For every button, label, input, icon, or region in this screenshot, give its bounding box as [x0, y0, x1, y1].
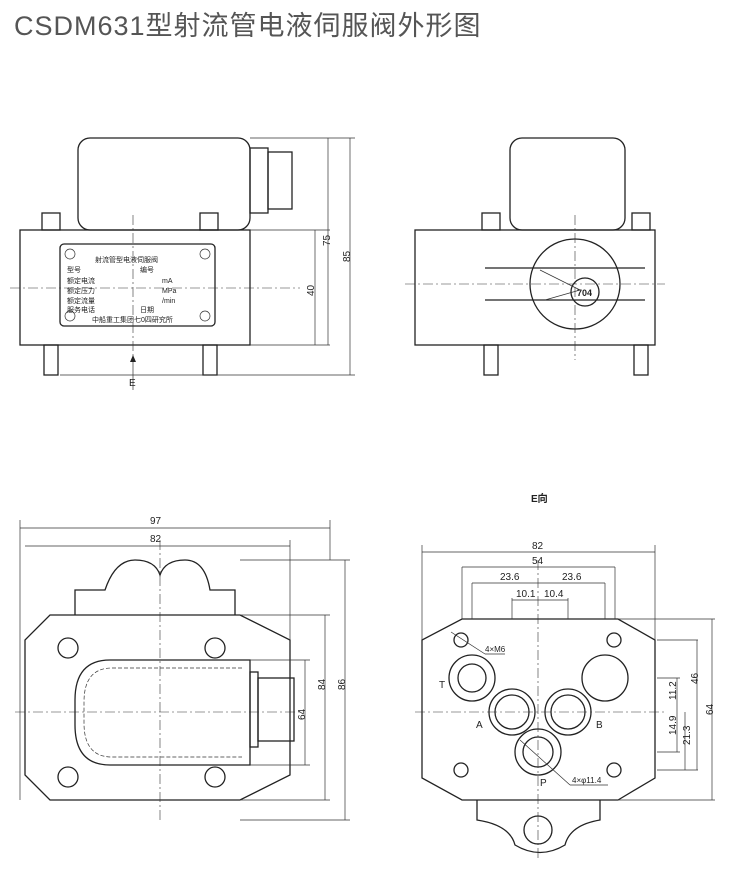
- nameplate-unit: mA: [162, 278, 173, 285]
- port-label-p: P: [540, 778, 547, 789]
- dim-label: 46: [690, 672, 701, 684]
- dim-label: 75: [322, 234, 333, 246]
- e-view-label: E向: [531, 492, 548, 505]
- dim-label: 64: [705, 703, 716, 715]
- port-label-a: A: [476, 720, 483, 731]
- dim-label: 82: [150, 534, 162, 545]
- nameplate-unit: /min: [162, 298, 175, 305]
- dim-label: 84: [317, 678, 328, 690]
- dim-label: 14.9: [668, 715, 679, 735]
- nameplate-maker: 中船重工集团七0四研究所: [92, 315, 173, 324]
- side-view: [405, 137, 665, 376]
- dim-label: 10.4: [544, 589, 564, 600]
- drawing-title: CSDM631型射流管电液伺服阀外形图: [14, 11, 482, 41]
- nameplate-row: 额定流量: [67, 296, 95, 305]
- badge-704: 704: [577, 288, 592, 298]
- dim-label: 64: [297, 708, 308, 720]
- dim-label: 21.3: [682, 725, 693, 745]
- nameplate-row: 额定压力: [67, 286, 95, 295]
- dim-label: 82: [532, 541, 544, 552]
- nameplate: [59, 243, 216, 327]
- view-arrow-label: E: [129, 378, 136, 389]
- e-view: [415, 545, 715, 860]
- nameplate-heading: 射流管型电液伺服阀: [95, 255, 158, 264]
- callout-port-diameter: 4×φ11.4: [572, 776, 602, 785]
- nameplate-date: 日期: [140, 306, 154, 314]
- dim-label: 10.1: [516, 589, 536, 600]
- nameplate-unit: MPa: [162, 288, 177, 295]
- front-view: [10, 137, 355, 390]
- port-label-t: T: [439, 680, 445, 691]
- dim-label: 54: [532, 556, 544, 567]
- nameplate-row: 服务电话: [67, 305, 95, 314]
- nameplate-serial: 编号: [140, 265, 154, 274]
- callout-mounting-threads: 4×M6: [485, 645, 506, 654]
- dim-label: 40: [306, 284, 317, 296]
- dim-label: 23.6: [562, 572, 582, 583]
- dim-label: 85: [342, 250, 353, 262]
- dim-label: 11.2: [668, 681, 679, 700]
- nameplate-row: 型号: [67, 265, 81, 274]
- nameplate-row: 额定电流: [67, 276, 95, 285]
- port-label-b: B: [596, 720, 603, 731]
- dim-label: 97: [150, 516, 162, 527]
- dim-label: 23.6: [500, 572, 520, 583]
- dim-label: 86: [337, 678, 348, 690]
- top-view: [15, 520, 350, 821]
